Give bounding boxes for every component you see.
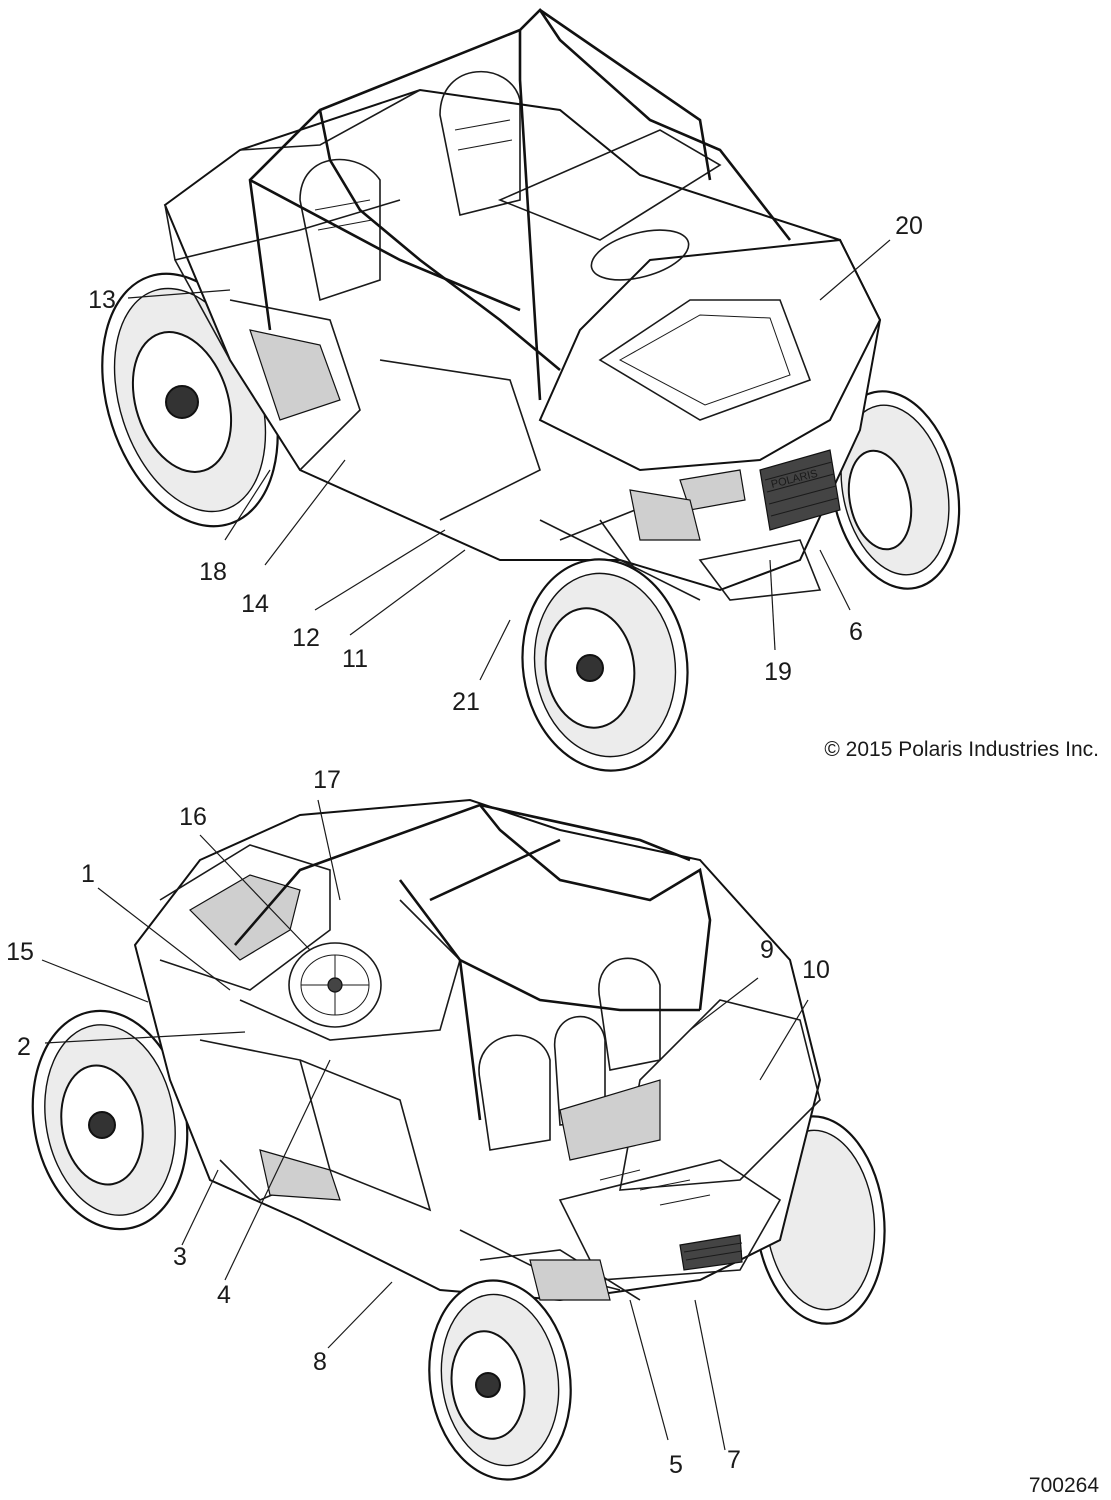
callout-20: 20 [895, 212, 923, 240]
copyright-notice: © 2015 Polaris Industries Inc. [824, 738, 1099, 761]
wheel-front-left-bottom [31, 1009, 189, 1231]
callout-2: 2 [17, 1033, 31, 1061]
callout-13: 13 [88, 286, 116, 314]
callout-5: 5 [669, 1451, 683, 1479]
callout-9: 9 [760, 936, 774, 964]
callout-10: 10 [802, 956, 830, 984]
vehicle-front-view: POLARIS [101, 7, 961, 772]
callout-16: 16 [179, 803, 207, 831]
figure-number: 700264 [1029, 1474, 1099, 1497]
callout-17: 17 [313, 766, 341, 794]
wheel-rear-left-bottom [428, 1279, 572, 1481]
callout-19: 19 [764, 658, 792, 686]
callout-11: 11 [342, 645, 368, 673]
callout-18: 18 [199, 558, 227, 586]
callout-4: 4 [217, 1281, 231, 1309]
callout-8: 8 [313, 1348, 327, 1376]
callout-14: 14 [241, 590, 269, 618]
callout-7: 7 [727, 1446, 741, 1474]
callout-1: 1 [81, 860, 95, 888]
callout-6: 6 [849, 618, 863, 646]
callout-labels: 13 20 18 14 12 11 21 19 6 17 16 1 15 2 3… [6, 212, 923, 1479]
callout-21: 21 [452, 688, 480, 716]
wheel-front-left-top [521, 558, 689, 772]
callout-15: 15 [6, 938, 34, 966]
callout-12: 12 [292, 624, 320, 652]
vehicle-rear-view [31, 798, 886, 1481]
callout-3: 3 [173, 1243, 187, 1271]
leader-lines [41, 239, 891, 1451]
